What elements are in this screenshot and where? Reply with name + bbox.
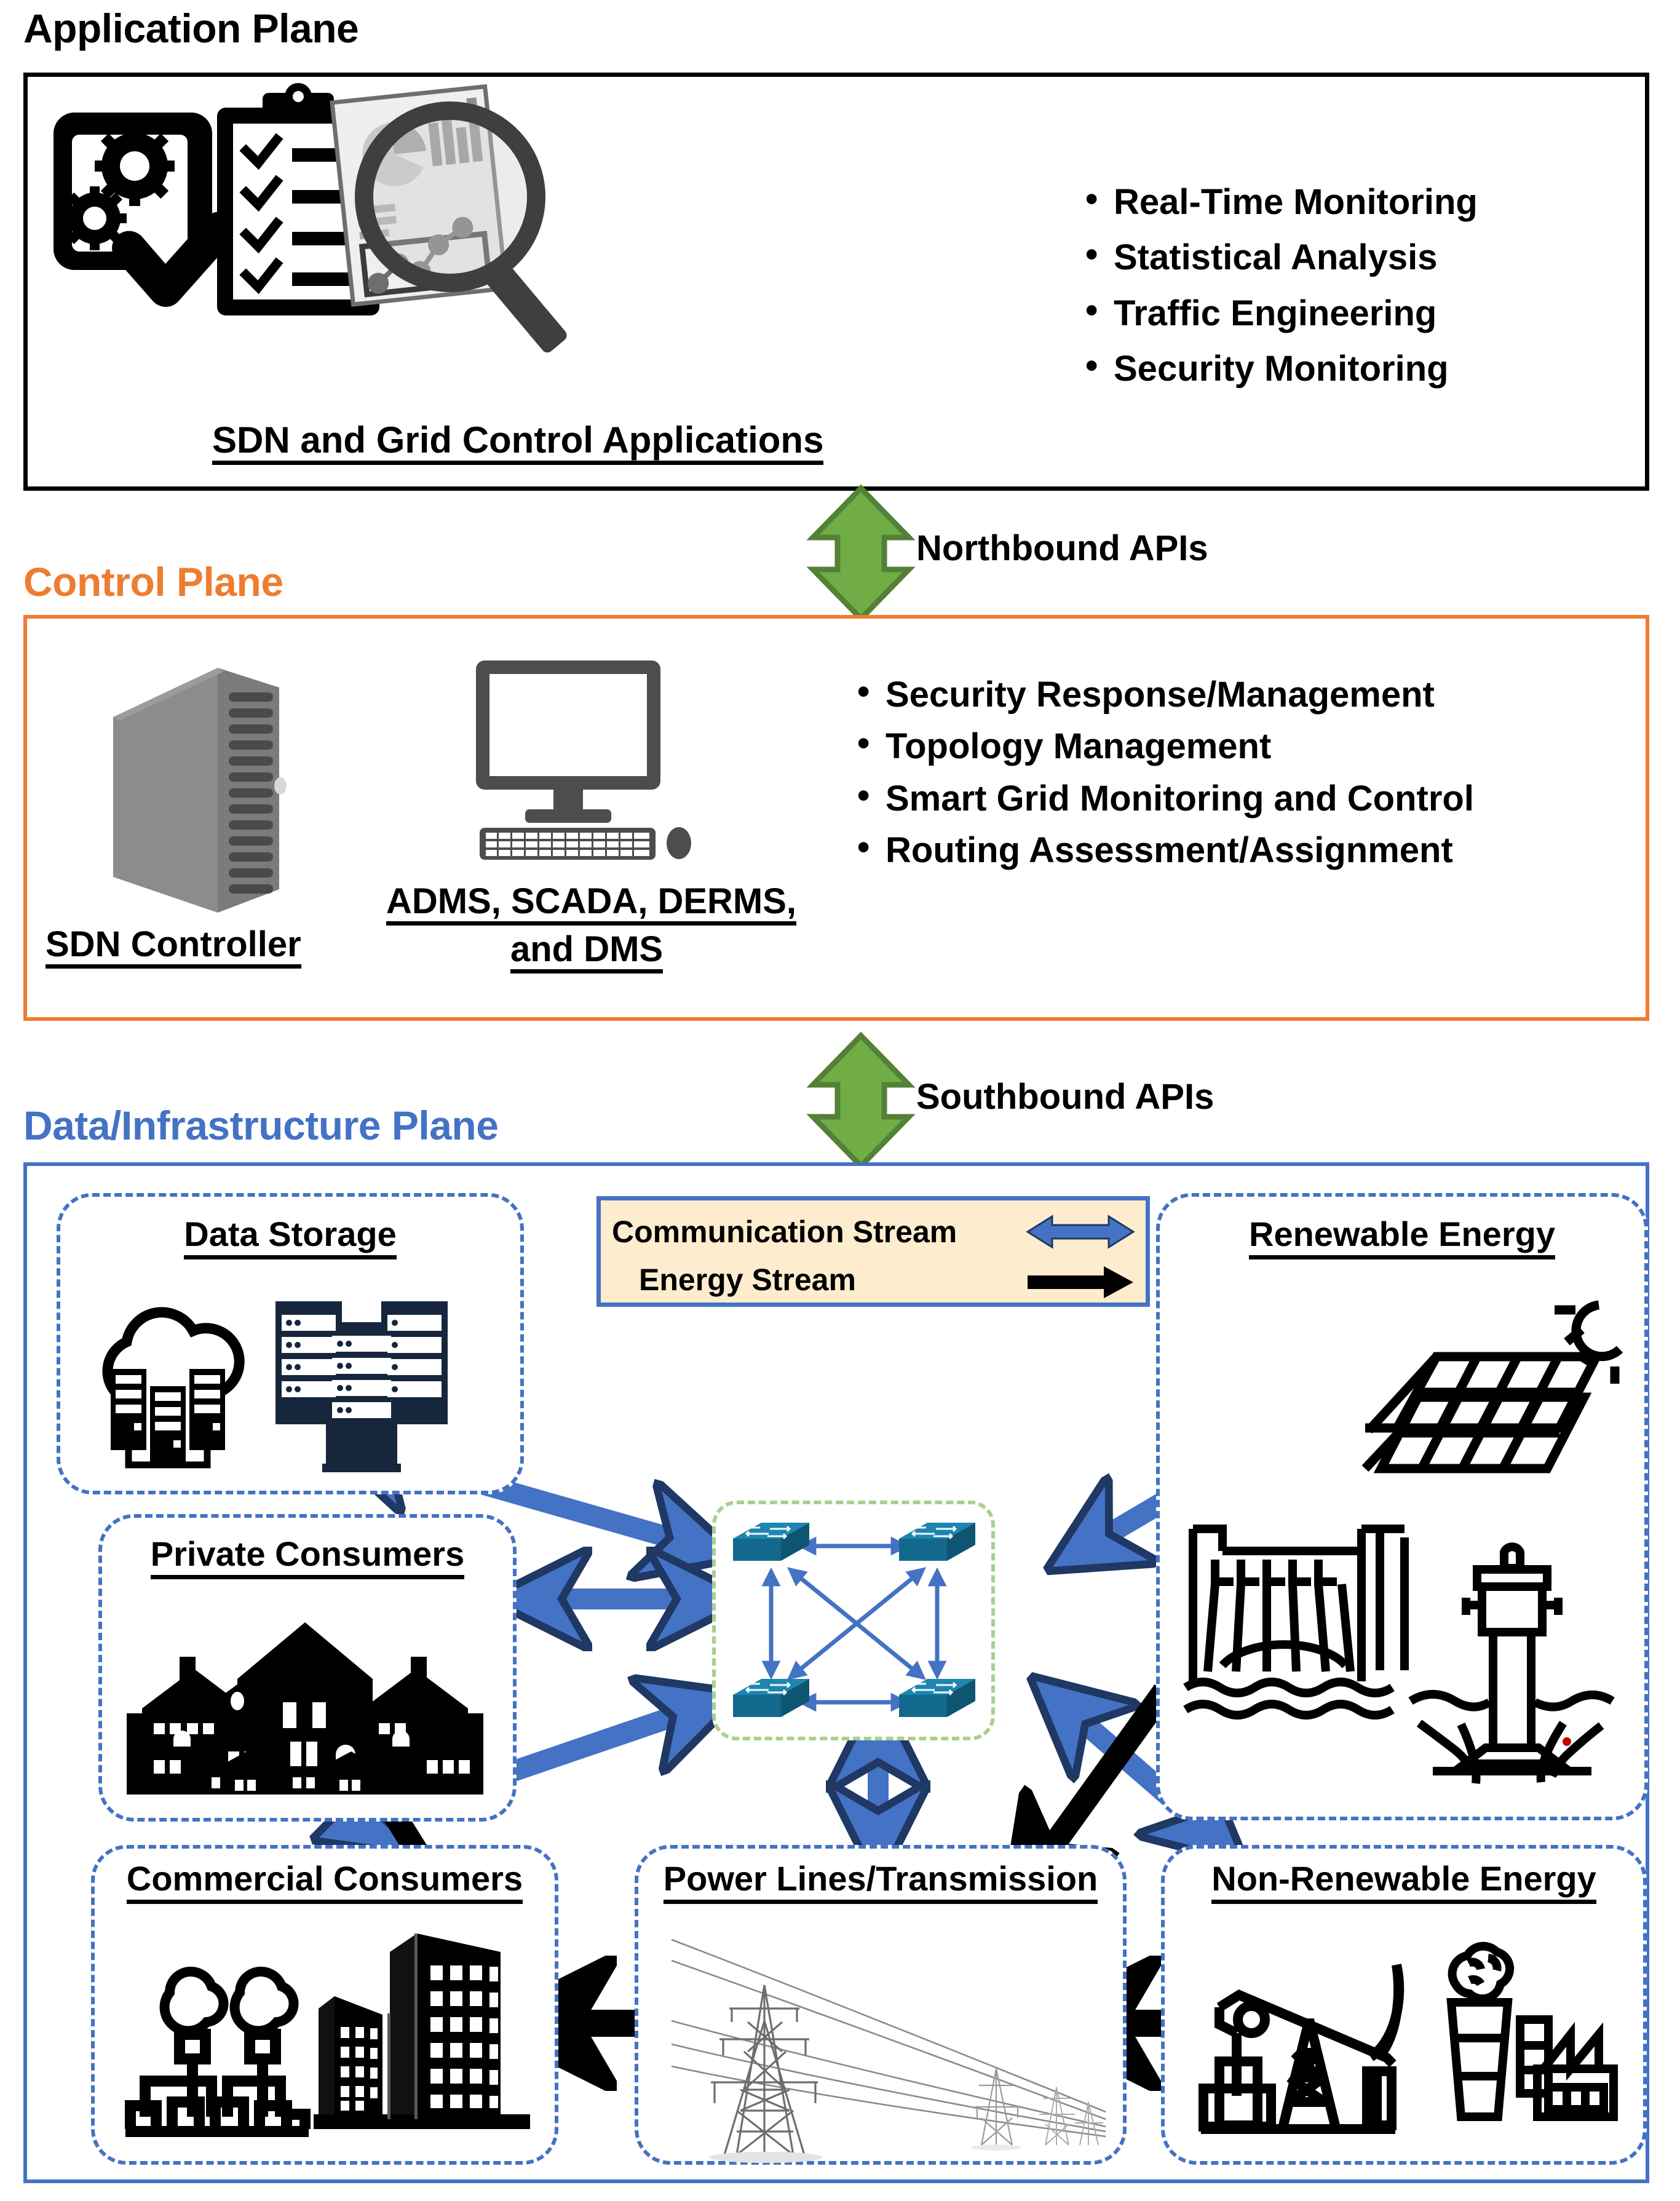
management-systems-caption-line1: ADMS, SCADA, DERMS, bbox=[386, 883, 797, 926]
node-private-consumers[interactable]: Private Consumers bbox=[98, 1514, 517, 1822]
report-magnifier-icon bbox=[314, 80, 572, 353]
server-racks-icon bbox=[269, 1295, 454, 1473]
list-item: •Routing Assessment/Assignment bbox=[857, 827, 1453, 871]
southbound-api-label: Southbound APIs bbox=[916, 1077, 1214, 1117]
houses-silhouette-icon bbox=[114, 1610, 496, 1807]
solar-panel-sun-icon bbox=[1350, 1283, 1639, 1517]
node-non-renewable-energy[interactable]: Non-Renewable Energy bbox=[1161, 1845, 1647, 2165]
oil-pumpjack-icon bbox=[1192, 1941, 1438, 2144]
list-item: •Statistical Analysis bbox=[1085, 234, 1438, 278]
bullet-dot: • bbox=[1085, 234, 1098, 275]
management-systems-caption-line2: and DMS bbox=[510, 931, 664, 974]
data-plane-title: Data/Infrastructure Plane bbox=[23, 1103, 499, 1148]
bullet-dot: • bbox=[1085, 179, 1098, 219]
list-item: •Real-Time Monitoring bbox=[1085, 179, 1478, 223]
sdn-controller-caption: SDN Controller bbox=[46, 926, 301, 969]
wind-turbine-icon bbox=[1387, 1539, 1633, 1785]
application-plane-box: •Real-Time Monitoring •Statistical Analy… bbox=[23, 73, 1649, 491]
bullet-dot: • bbox=[857, 827, 870, 868]
northbound-api-arrow bbox=[799, 484, 922, 623]
legend-energy-stream-label: Energy Stream bbox=[639, 1263, 856, 1297]
node-data-storage[interactable]: Data Storage bbox=[57, 1193, 524, 1494]
office-buildings-icon bbox=[310, 1916, 537, 2144]
server-tower-icon bbox=[101, 656, 291, 920]
node-renewable-energy-label: Renewable Energy bbox=[1160, 1214, 1644, 1259]
bullet-dot: • bbox=[857, 723, 870, 764]
sdn-switch-mesh[interactable] bbox=[712, 1501, 995, 1740]
node-power-lines[interactable]: Power Lines/Transmission bbox=[635, 1845, 1127, 2165]
list-item: •Topology Management bbox=[857, 723, 1272, 767]
desktop-computer-icon bbox=[451, 656, 710, 865]
list-item: •Traffic Engineering bbox=[1085, 290, 1437, 333]
legend-communication-stream-label: Communication Stream bbox=[612, 1215, 957, 1249]
southbound-api-arrow bbox=[799, 1031, 922, 1170]
application-bullet-list: •Real-Time Monitoring •Statistical Analy… bbox=[1085, 181, 1478, 404]
bullet-dot: • bbox=[1085, 346, 1098, 386]
node-renewable-energy[interactable]: Renewable Energy bbox=[1156, 1193, 1648, 1820]
node-power-lines-label: Power Lines/Transmission bbox=[638, 1858, 1123, 1904]
control-plane-title: Control Plane bbox=[23, 559, 283, 605]
transmission-tower-icon bbox=[651, 1929, 1118, 2163]
stream-legend: Communication Stream Energy Stream bbox=[596, 1196, 1150, 1307]
northbound-api-label: Northbound APIs bbox=[916, 528, 1208, 568]
list-item: •Security Response/Management bbox=[857, 672, 1435, 715]
cloud-servers-icon bbox=[91, 1300, 245, 1469]
list-item: •Smart Grid Monitoring and Control bbox=[857, 775, 1474, 819]
factory-icon bbox=[113, 1941, 316, 2144]
node-data-storage-label: Data Storage bbox=[60, 1214, 520, 1259]
link-sw2-sw3 bbox=[787, 1567, 926, 1680]
bullet-dot: • bbox=[1085, 290, 1098, 330]
bullet-dot: • bbox=[857, 775, 870, 815]
list-item: •Security Monitoring bbox=[1085, 346, 1449, 389]
node-non-renewable-energy-label: Non-Renewable Energy bbox=[1165, 1858, 1643, 1904]
node-private-consumers-label: Private Consumers bbox=[102, 1534, 513, 1579]
smokestack-factory-icon bbox=[1423, 1929, 1626, 2144]
node-commercial-consumers-label: Commercial Consumers bbox=[95, 1858, 555, 1904]
application-plane-title: Application Plane bbox=[23, 6, 359, 51]
control-bullet-list: •Security Response/Management •Topology … bbox=[857, 674, 1601, 882]
node-commercial-consumers[interactable]: Commercial Consumers bbox=[91, 1845, 558, 2165]
energy-renewable-to-powerlines bbox=[1038, 1684, 1174, 1866]
legend-communication-arrow bbox=[1025, 1214, 1136, 1250]
control-plane-box: SDN Controller bbox=[23, 615, 1649, 1021]
legend-energy-arrow bbox=[1025, 1264, 1136, 1300]
app-gears-check-icon bbox=[42, 101, 239, 307]
application-plane-caption: SDN and Grid Control Applications bbox=[212, 421, 824, 466]
bullet-dot: • bbox=[857, 672, 870, 712]
